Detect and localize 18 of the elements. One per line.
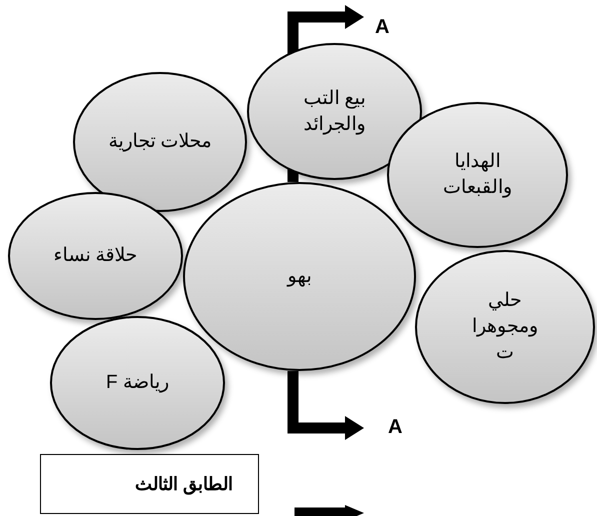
ellipse-node [73, 72, 247, 212]
ellipse-node [247, 43, 422, 180]
ellipse-node [183, 182, 416, 371]
section-label: A [388, 416, 402, 439]
area-label: محلات تجارية [108, 130, 212, 154]
area-label: بيع التب والجرائد [302, 86, 367, 137]
area-label: حلي ومجوهرا ت [472, 289, 538, 365]
floor-title-box [40, 454, 259, 514]
ellipse-node [8, 192, 183, 320]
area-label: بهو [288, 264, 312, 289]
area-label: الهدايا والقبعات [442, 150, 513, 200]
ellipse-node [415, 250, 595, 404]
ellipse-node [387, 102, 568, 248]
section-label: A [375, 16, 390, 39]
floor-title: الطابق الثالث [134, 473, 233, 497]
ellipse-node [50, 316, 225, 450]
area-label: حلاقة نساء [53, 244, 138, 268]
area-label: رياضة F [106, 371, 169, 395]
